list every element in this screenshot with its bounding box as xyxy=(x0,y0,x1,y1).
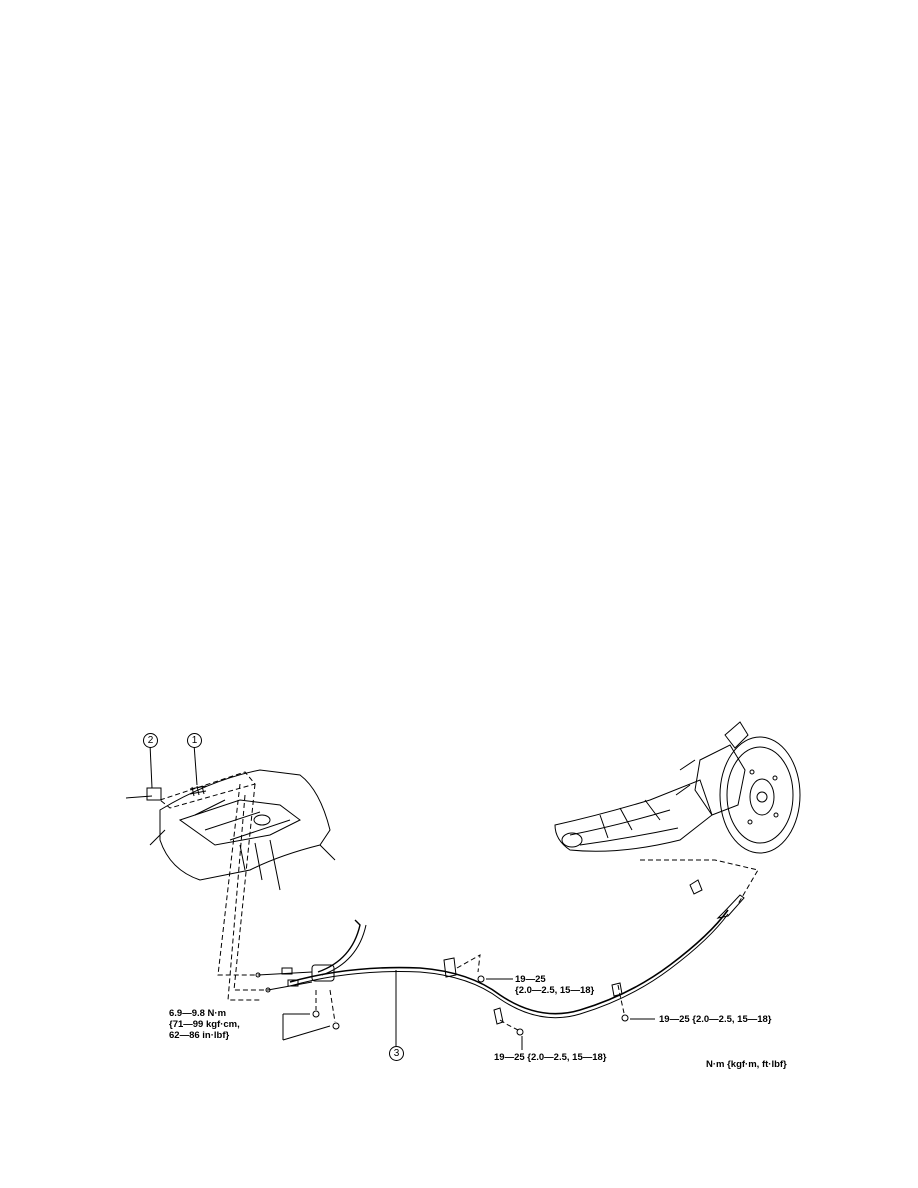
fasteners xyxy=(312,975,629,1036)
leader-lines xyxy=(158,771,759,1031)
callout-2: 2 xyxy=(143,733,158,748)
rear-brake-assembly xyxy=(554,721,801,854)
torque-label-mid-upper-line2: {2.0—2.5, 15—18} xyxy=(515,985,595,996)
torque-label-lever-line1: 6.9—9.8 N·m xyxy=(169,1008,227,1019)
units-note: N·m {kgf·m, ft·lbf} xyxy=(706,1059,787,1070)
torque-label-mid-lower: 19—25 {2.0—2.5, 15—18} xyxy=(494,1052,607,1063)
callout-3: 3 xyxy=(389,1046,404,1061)
torque-label-right: 19—25 {2.0—2.5, 15—18} xyxy=(659,1014,772,1025)
brake-lever-assembly xyxy=(149,769,336,891)
parking-brake-cable xyxy=(255,879,745,1025)
torque-label-lever-line2: {71—99 kgf·cm, xyxy=(169,1019,240,1030)
label-leaders xyxy=(282,970,655,1050)
torque-label-mid-upper-line1: 19—25 xyxy=(515,974,546,985)
callout-1: 1 xyxy=(187,733,202,748)
torque-label-lever-line3: 62—86 in·lbf} xyxy=(169,1030,230,1041)
torque-label-lever: 6.9—9.8 N·m {71—99 kgf·cm, 62—86 in·lbf} xyxy=(169,1008,240,1041)
torque-label-mid-upper: 19—25 {2.0—2.5, 15—18} xyxy=(515,974,594,996)
